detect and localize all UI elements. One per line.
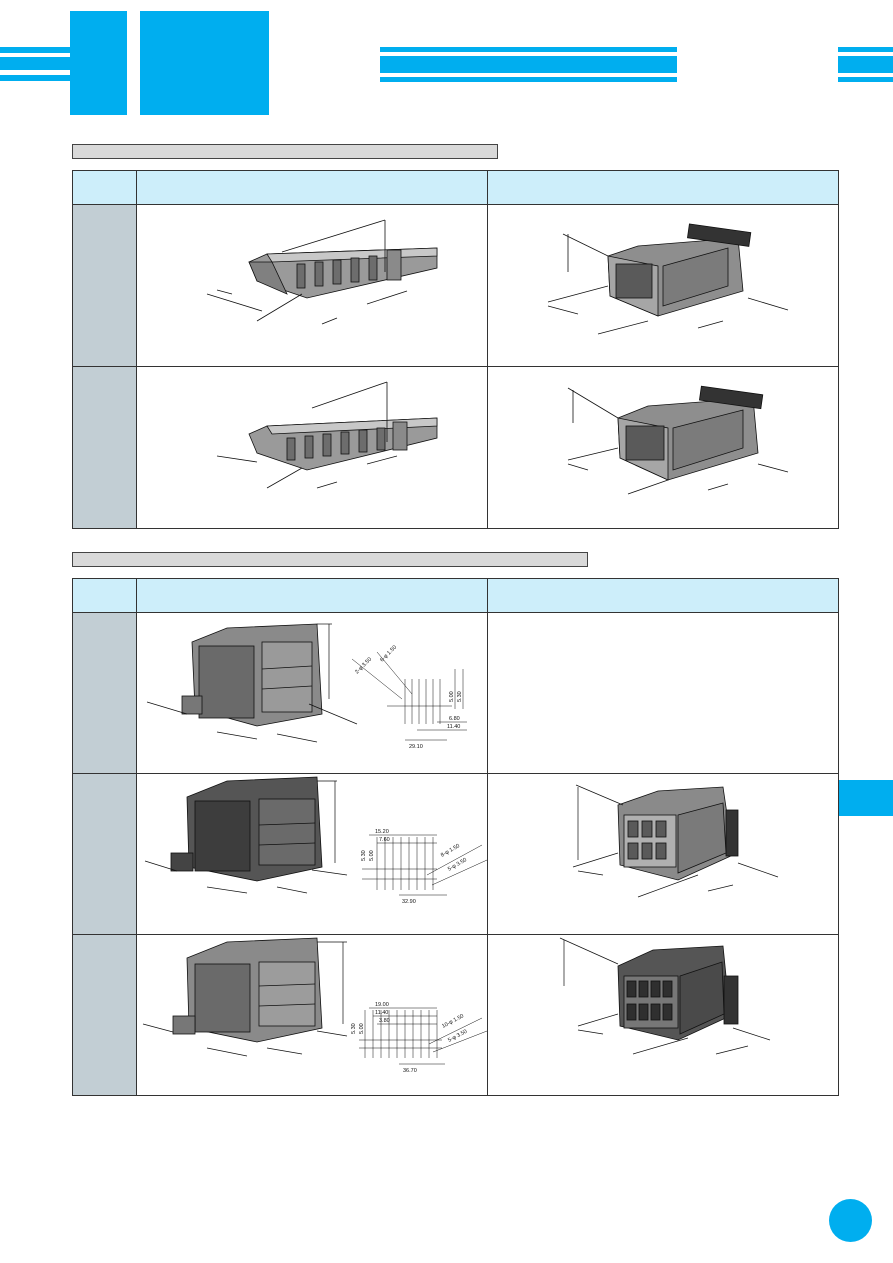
dim-label: 3.80 <box>379 1018 390 1024</box>
pcb-layout-drawing-3 <box>359 1007 487 1064</box>
dim-label: 36.70 <box>403 1068 417 1074</box>
wire-connector-header-5pin-photo <box>136 204 488 367</box>
pcb-drawing-1-labels: 6-φ 1.50 2-φ 3.50 5.00 5.30 6.80 11.40 2… <box>354 644 463 749</box>
pcb-drawing-3-labels: 19.00 11.40 3.80 5.30 5.00 10-φ 1.50 5-φ… <box>351 1002 468 1074</box>
section1-header-row <box>72 170 839 205</box>
dim-label: 6.80 <box>449 716 460 722</box>
wire-connector-housing-5pin-photo <box>487 204 839 367</box>
section2-header-cell-1 <box>136 578 488 613</box>
section1-header-cell-2 <box>487 170 839 205</box>
section1-header-cell-0 <box>72 170 137 205</box>
dim-label: 2-φ 3.50 <box>354 656 373 675</box>
section2-row-1-label <box>72 612 137 774</box>
section1-table <box>72 170 839 529</box>
dim-label: 8-φ 1.50 <box>440 843 461 859</box>
section1-title-bar <box>72 144 498 159</box>
section2-row-2-label <box>72 773 137 935</box>
pcb-header-8pin-photo <box>170 776 323 881</box>
section2-row-1-left-cell: 6-φ 1.50 2-φ 3.50 5.00 5.30 6.80 11.40 2… <box>136 612 488 774</box>
dim-label: 19.00 <box>375 1002 389 1008</box>
wire-connector-header-6pin-photo <box>136 366 488 529</box>
section2-table: 6-φ 1.50 2-φ 3.50 5.00 5.30 6.80 11.40 2… <box>72 578 839 1096</box>
section1-row-2 <box>72 366 839 529</box>
section1-row-1 <box>72 204 839 367</box>
dim-label: 11.40 <box>447 724 460 730</box>
section2-row-1-right-cell <box>487 612 839 774</box>
section2-row-2-right-cell <box>487 773 839 935</box>
dim-label: 10-φ 1.50 <box>441 1013 465 1029</box>
side-tab <box>838 780 893 816</box>
section2-row-3: 19.00 11.40 3.80 5.30 5.00 10-φ 1.50 5-φ… <box>72 934 839 1096</box>
section2-title-bar <box>72 552 588 567</box>
right-stripe-3 <box>838 77 893 82</box>
pcb-header-photo <box>181 623 323 726</box>
section2-header-cell-0 <box>72 578 137 613</box>
section2-row-2: 15.20 7.60 5.30 5.00 8-φ 1.50 5-φ 3.50 3… <box>72 773 839 935</box>
dim-label: 5-φ 3.50 <box>447 1028 468 1043</box>
receptacle-housing-10pin-photo <box>617 945 739 1040</box>
center-stripe-2 <box>380 56 677 73</box>
center-stripe-1 <box>380 47 677 52</box>
dim-label: 6-φ 1.50 <box>379 644 398 663</box>
dim-label: 5.30 <box>351 1023 357 1034</box>
dim-label: 5.30 <box>361 850 367 861</box>
section2-header-cell-2 <box>487 578 839 613</box>
section2-row-3-left-cell: 19.00 11.40 3.80 5.30 5.00 10-φ 1.50 5-φ… <box>136 934 488 1096</box>
pcb-header-10pin-photo <box>172 937 323 1042</box>
pcb-layout-drawing-2 <box>362 834 487 895</box>
dim-label: 7.60 <box>379 837 390 843</box>
receptacle-housing-8pin-photo <box>617 786 739 880</box>
section1-row-1-label <box>72 204 137 367</box>
left-stripe-2 <box>0 57 70 70</box>
left-stripe-1 <box>0 47 70 53</box>
center-stripe-3 <box>380 77 677 82</box>
section1-header-cell-1 <box>136 170 488 205</box>
dim-label: 5.00 <box>359 1023 365 1034</box>
dim-label: 29.10 <box>409 744 423 750</box>
right-stripe-1 <box>838 47 893 52</box>
right-stripe-2 <box>838 56 893 73</box>
section2-row-3-label <box>72 934 137 1096</box>
section2-row-3-right-cell <box>487 934 839 1096</box>
section2-row-1: 6-φ 1.50 2-φ 3.50 5.00 5.30 6.80 11.40 2… <box>72 612 839 774</box>
page-number-circle <box>829 1199 872 1242</box>
dim-label: 15.20 <box>375 829 389 835</box>
dim-label: 5.00 <box>369 850 375 861</box>
section2-header-row <box>72 578 839 613</box>
dim-label: 11.40 <box>375 1010 388 1016</box>
dim-label: 5.30 <box>457 691 463 702</box>
section2-row-2-left-cell: 15.20 7.60 5.30 5.00 8-φ 1.50 5-φ 3.50 3… <box>136 773 488 935</box>
dim-label: 5-φ 3.50 <box>447 857 468 873</box>
wire-connector-housing-6pin-photo <box>487 366 839 529</box>
dim-label: 5.00 <box>449 691 455 702</box>
dim-label: 32.90 <box>402 899 416 905</box>
left-stripe-3 <box>0 75 70 81</box>
section1-row-2-label <box>72 366 137 529</box>
pcb-layout-drawing-1 <box>351 651 467 740</box>
